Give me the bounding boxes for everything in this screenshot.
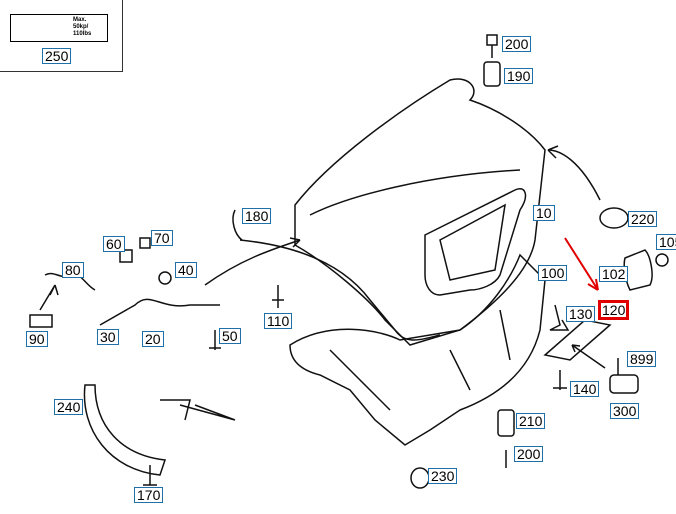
part-70	[139, 237, 151, 249]
part-label-180[interactable]: 180	[242, 208, 272, 224]
part-label-20[interactable]: 20	[142, 331, 164, 347]
part-60	[119, 249, 133, 263]
part-102	[623, 249, 653, 291]
seal-line	[239, 239, 441, 341]
part-label-300[interactable]: 300	[610, 403, 640, 419]
part-40	[158, 271, 172, 285]
part-label-102[interactable]: 102	[599, 266, 629, 282]
part-230	[410, 467, 430, 489]
part-label-220[interactable]: 220	[628, 211, 658, 227]
part-label-40[interactable]: 40	[175, 262, 197, 278]
part-label-70[interactable]: 70	[151, 230, 173, 246]
part-label-50[interactable]: 50	[219, 328, 241, 344]
part-label-130[interactable]: 130	[566, 306, 596, 322]
load-warning-sticker: Max. 50kp/ 110lbs	[10, 14, 108, 42]
part-200-top	[486, 34, 498, 46]
part-label-190[interactable]: 190	[504, 68, 534, 84]
part-label-170[interactable]: 170	[134, 487, 164, 503]
red-arrow	[564, 237, 599, 291]
trunk-lining	[289, 253, 546, 446]
part-180	[232, 209, 243, 241]
part-210	[497, 409, 515, 437]
part-label-210[interactable]: 210	[516, 413, 546, 429]
switch-arrow	[571, 344, 606, 369]
part-label-90[interactable]: 90	[26, 331, 48, 347]
trunk-lining-detail	[329, 309, 511, 411]
part-label-105[interactable]: 105	[656, 234, 676, 250]
part-label-200[interactable]: 200	[502, 36, 532, 52]
part-label-200-bottom[interactable]: 200	[514, 446, 544, 462]
part-label-60[interactable]: 60	[103, 236, 125, 252]
part-190	[483, 61, 501, 87]
part-label-899[interactable]: 899	[627, 351, 657, 367]
lid-arrow	[547, 145, 601, 201]
sticker-text: Max. 50kp/ 110lbs	[73, 17, 91, 38]
part-130	[549, 304, 570, 331]
part-110	[272, 285, 284, 308]
part-label-230[interactable]: 230	[428, 468, 458, 484]
part-240	[83, 384, 167, 476]
leader-line	[179, 404, 236, 421]
part-300	[609, 374, 639, 394]
sticker-line: Max.	[73, 17, 87, 23]
part-label-120-highlighted[interactable]: 120	[598, 300, 630, 320]
license-recess-inner	[439, 203, 506, 281]
part-label-240[interactable]: 240	[54, 399, 84, 415]
trunk-lid	[294, 78, 546, 346]
sticker-line: 50kp/	[73, 24, 89, 30]
part-label-140[interactable]: 140	[570, 381, 600, 397]
cable-arrow	[204, 237, 301, 286]
part-label-100[interactable]: 100	[538, 265, 568, 281]
sticker-line: 110lbs	[73, 31, 92, 37]
part-50	[209, 330, 221, 350]
license-recess	[424, 188, 527, 296]
part-240-bracket	[160, 399, 191, 421]
part-label-80[interactable]: 80	[62, 262, 84, 278]
part-label-30[interactable]: 30	[97, 329, 119, 345]
spring-arrow	[39, 284, 59, 311]
part-label-250[interactable]: 250	[42, 48, 72, 64]
part-105	[655, 253, 669, 267]
trunk-lid-inner	[309, 169, 521, 216]
part-220	[599, 207, 629, 229]
part-120	[543, 319, 612, 361]
part-140	[553, 370, 567, 390]
part-label-110[interactable]: 110	[264, 313, 293, 329]
part-20-cable	[99, 298, 220, 326]
part-170	[143, 465, 157, 486]
part-90	[29, 314, 53, 328]
part-label-10[interactable]: 10	[533, 205, 555, 221]
warning-label-inset: Max. 50kp/ 110lbs	[0, 0, 123, 72]
